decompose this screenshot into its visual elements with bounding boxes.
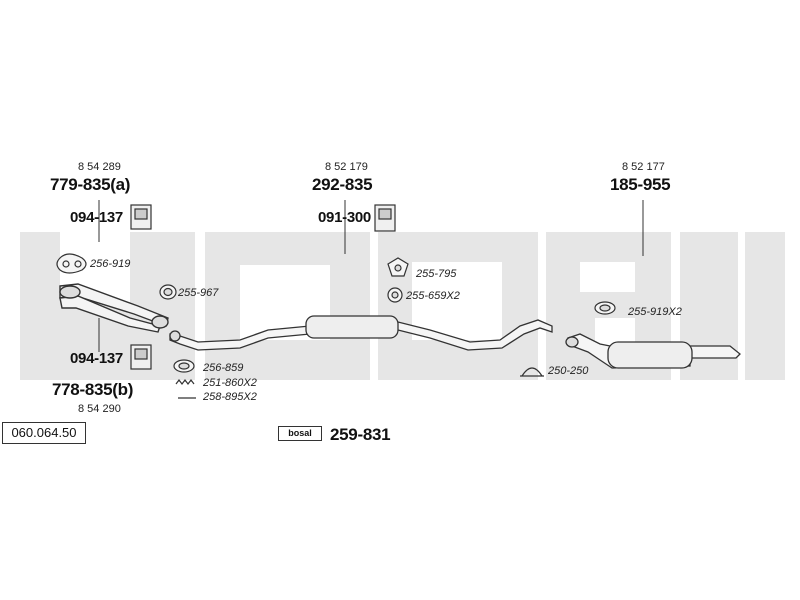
front-pipe-icon [59,283,169,333]
bolt-number: 258-895X2 [203,391,257,403]
part-number-front-a: 779-835(a) [50,175,131,194]
clamp-icon [130,344,152,370]
ring-number: 255-967 [178,287,219,299]
oe-number-rear: 8 52 177 [622,161,665,173]
catalog-code: 060.064.50 [2,422,86,444]
part-number-front-b: 778-835(b) [52,380,134,399]
clamp-number-middle: 091-300 [318,209,371,226]
mount-number-rear: 255-919X2 [628,306,682,318]
oe-number-middle: 8 52 179 [325,161,368,173]
assembly-kit-number: 259-831 [330,425,391,444]
part-number-rear: 185-955 [610,175,671,194]
clamp-number-front-top: 094-137 [70,209,123,226]
rear-silencer-icon [565,333,741,369]
middle-pipe-icon [169,315,553,351]
part-number-middle: 292-835 [312,175,373,194]
mount-icon [594,301,616,315]
gasket-number: 256-919 [90,258,131,270]
mount-icon [387,257,409,277]
mount-number-middle-2: 255-659X2 [406,290,460,302]
mount-icon [387,287,403,303]
mount-number-middle-1: 255-795 [416,268,457,280]
spring-number: 251-860X2 [203,377,257,389]
clamp-icon [520,367,544,377]
gasket2-number: 256-859 [203,362,244,374]
clamp-number-front-bottom: 094-137 [70,350,123,367]
spring-icon [175,379,195,385]
clamp-icon [374,204,396,232]
gasket-icon [173,359,195,373]
ring-icon [159,284,177,300]
assembly-kit-box-icon: bosal [278,426,322,441]
oe-number-front-top: 8 54 289 [78,161,121,173]
clamp-number-rear: 250-250 [548,365,589,377]
oe-number-front-bottom: 8 54 290 [78,403,121,415]
clamp-icon [130,204,152,230]
gasket-icon [56,253,87,274]
